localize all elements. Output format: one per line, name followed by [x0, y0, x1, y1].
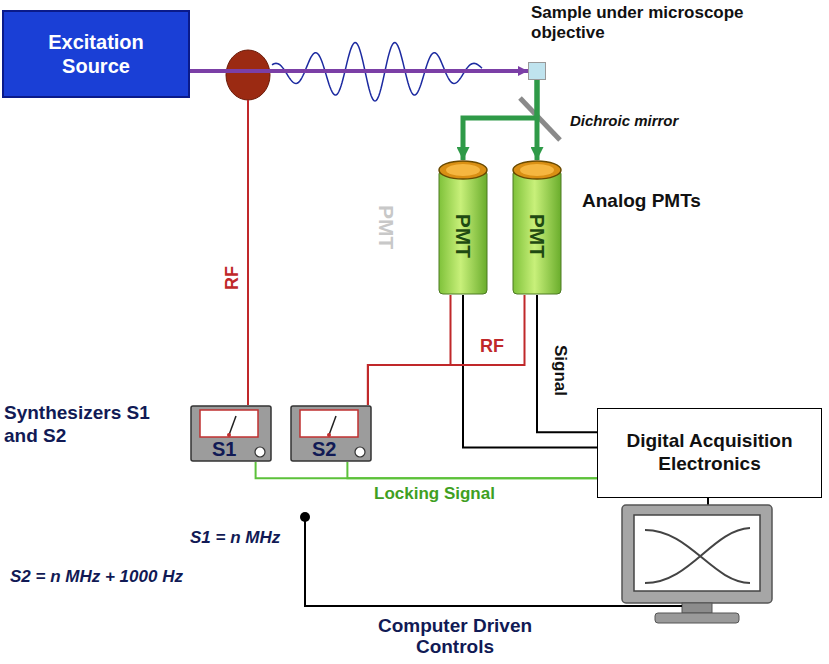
pmt-label: PMT	[525, 213, 549, 257]
acquisition-box: Digital Acquisition Electronics	[597, 408, 822, 498]
rf-wire	[247, 100, 249, 405]
connector-line	[537, 295, 597, 432]
component-label: Synthesizers S1 and S2	[4, 402, 184, 448]
heading-label: Sample under microscope objective	[531, 3, 821, 44]
synth-label: S1	[212, 438, 236, 461]
frequency-note: S2 = n MHz + 1000 Hz	[10, 567, 183, 587]
pmt-label: PMT	[451, 213, 475, 257]
data-wire	[707, 498, 709, 505]
connector-line	[463, 80, 537, 160]
needle-pivot	[227, 433, 231, 437]
pmt-window-inner	[520, 164, 554, 176]
monitor-frame	[622, 505, 772, 603]
knob	[255, 447, 265, 457]
connector-line	[256, 462, 597, 478]
connector-line	[463, 295, 597, 448]
meter-needle	[229, 416, 236, 435]
edge-label: RF	[478, 336, 506, 357]
box-label: Digital Acquisition Electronics	[610, 430, 810, 476]
control-wire	[305, 517, 682, 606]
connector-line	[190, 69, 528, 73]
synth-label: S2	[312, 438, 336, 461]
knob	[355, 447, 365, 457]
synthesizer-box: S1	[190, 405, 272, 462]
edge-label: Locking Signal	[372, 484, 497, 504]
meter-face	[300, 410, 358, 437]
component-label: Analog PMTs	[582, 190, 701, 212]
signal-name: RF	[222, 266, 243, 290]
meter-face	[200, 410, 258, 437]
wire-dot	[300, 512, 310, 522]
signal-name: Signal	[550, 345, 570, 396]
monitor-stand	[682, 603, 712, 613]
pmt-body	[439, 170, 487, 294]
connector-line	[347, 462, 597, 478]
screen-curve	[645, 528, 750, 583]
monitor-screen	[634, 515, 760, 591]
synthesizer-box: S2	[290, 405, 372, 462]
pmt-detector: PMT	[438, 160, 488, 295]
ghost-label: PMT	[374, 205, 398, 249]
panel-body	[291, 406, 371, 461]
panel-body	[191, 406, 271, 461]
needle-pivot	[327, 433, 331, 437]
component-label: Dichroic mirror	[570, 112, 678, 129]
sample-square: Sample under microscope objective	[528, 62, 546, 80]
pmt-body	[513, 170, 561, 294]
box-label: Excitation Source	[31, 30, 161, 78]
screen-curve	[645, 530, 750, 583]
frequency-note: S1 = n MHz	[190, 528, 280, 548]
connector-line	[368, 295, 451, 405]
monitor-base	[655, 613, 739, 623]
pmt-window	[513, 161, 561, 179]
pmt-detector: PMT	[512, 160, 562, 295]
modulator-symbol	[226, 50, 270, 100]
meter-needle	[329, 416, 336, 435]
pmt-window	[439, 161, 487, 179]
control-label: Computer Driven Controls	[355, 616, 555, 658]
connector-line	[368, 295, 525, 405]
source-box: Excitation Source	[2, 10, 190, 98]
pmt-window-inner	[446, 164, 480, 176]
